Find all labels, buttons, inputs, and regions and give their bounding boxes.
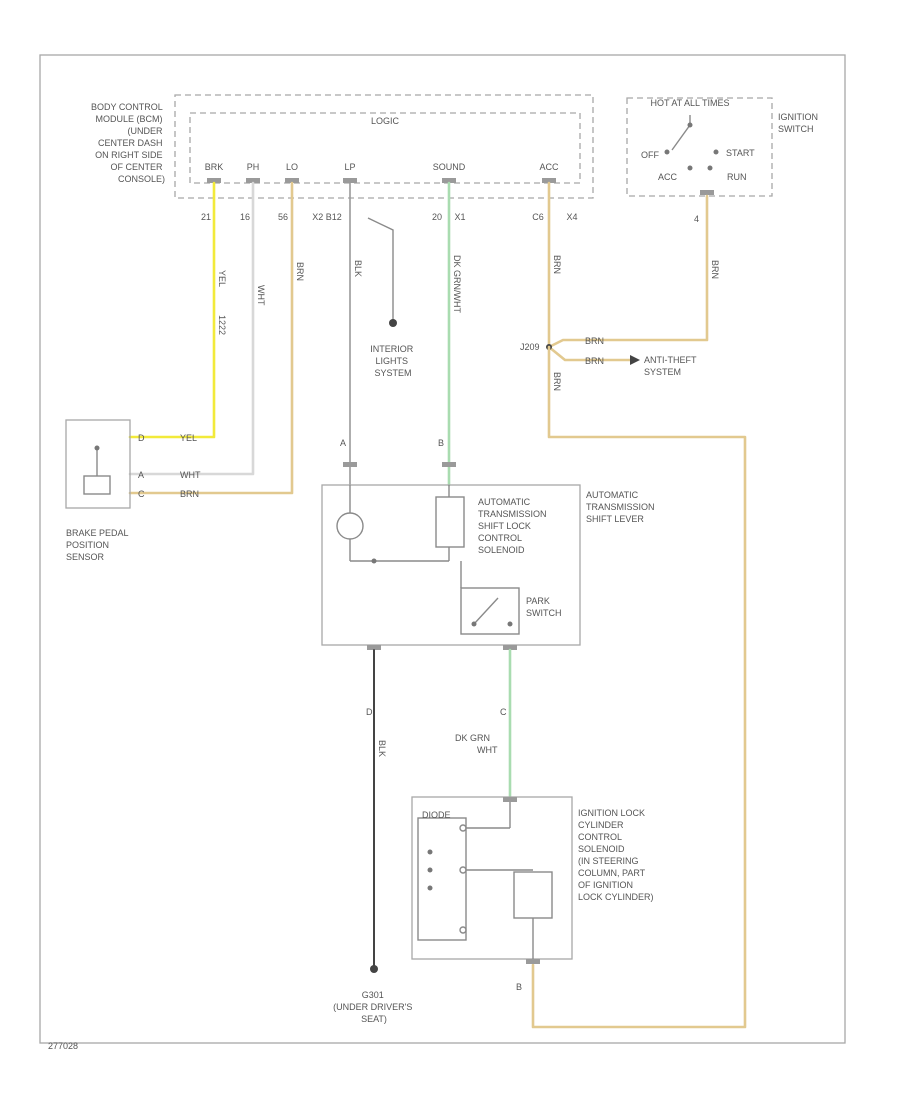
bcm-pin-name-ph: PH: [247, 162, 260, 172]
wire-anti-theft: [547, 345, 632, 362]
wire-label-brn-acc: BRN: [552, 255, 562, 274]
ignition-lock-solenoid: DIODE IGNITION LOCK CYLINDER CONTROL SOL…: [411, 796, 654, 992]
wire-label-brn-long: BRN: [552, 372, 562, 391]
bcm-logic-label: LOGIC: [371, 116, 400, 126]
bcm-pin-num-sound: 20: [432, 212, 442, 222]
bcm-pin-num-brk: 21: [201, 212, 211, 222]
bcm-pin-name-acc: ACC: [539, 162, 559, 172]
wire-label-brn-lo: BRN: [295, 262, 305, 281]
brake-pedal-sensor: D A C BRAKE PEDAL POSITION SENSOR: [65, 419, 145, 562]
figure-id: 277028: [48, 1041, 78, 1051]
ignition-lock-pin-b: B: [516, 982, 522, 992]
ign-pos-start: START: [726, 148, 755, 158]
bcm-pin-name-lo: LO: [286, 162, 298, 172]
bcm-pin-num-ph: 16: [240, 212, 250, 222]
bcm-logic-box: [189, 112, 581, 184]
ign-pos-run: RUN: [727, 172, 747, 182]
wire-label-wht: WHT: [256, 285, 266, 306]
body-control-module: LOGIC BODY CONTROL MODULE (BCM) (UNDER C…: [91, 94, 594, 222]
brake-pin-a: A: [138, 470, 144, 480]
ign-pos-off: OFF: [641, 150, 659, 160]
wire-label-brn-anti: BRN: [585, 356, 604, 366]
ignition-lock-label: IGNITION LOCK CYLINDER CONTROL SOLENOID …: [578, 808, 654, 902]
bcm-pin-num-acc: C6: [532, 212, 544, 222]
bcm-pin-name-brk: BRK: [205, 162, 224, 172]
interior-lights-label: INTERIOR LIGHTS SYSTEM: [370, 344, 416, 378]
shift-pin-b: B: [438, 438, 444, 448]
wire-brk-yellow: [128, 181, 216, 439]
brake-sensor-label: BRAKE PEDAL POSITION SENSOR: [66, 528, 131, 562]
ign-pos-acc: ACC: [658, 172, 678, 182]
splice-label: J209: [520, 342, 540, 352]
wire-lo-orange: [128, 181, 294, 495]
wire-label-brn-splice: BRN: [585, 336, 604, 346]
ignition-switch: HOT AT ALL TIMES IGNITION SWITCH OFF STA…: [626, 97, 821, 224]
wire-label-yel: YEL: [217, 270, 227, 287]
bcm-connectors: [207, 178, 556, 183]
shift-pin-a: A: [340, 438, 346, 448]
shift-solenoid-label: AUTOMATIC TRANSMISSION SHIFT LOCK CONTRO…: [478, 497, 549, 555]
ignition-lock-box: [411, 796, 573, 960]
brake-sensor-box: [65, 419, 131, 509]
wire-label-yel-2: YEL: [180, 433, 197, 443]
wire-ign-orange: [547, 194, 709, 349]
wire-label-brn-ign: BRN: [710, 260, 720, 279]
bcm-label: BODY CONTROL MODULE (BCM) (UNDER CENTER …: [91, 102, 165, 184]
shift-lever-box: [321, 484, 581, 646]
ignition-lock-diode-label: DIODE: [422, 810, 451, 820]
wire-ph-white: [128, 181, 255, 476]
wire-orange-long: [531, 345, 747, 1029]
wire-label-blk-lp: BLK: [353, 260, 363, 277]
brake-pin-c: C: [138, 489, 145, 499]
ignition-switch-header: HOT AT ALL TIMES: [650, 98, 729, 108]
bcm-pin-name-lp: LP: [344, 162, 355, 172]
bcm-pin-sub-x1: X1: [454, 212, 465, 222]
wire-code-brk: 1222: [217, 315, 227, 335]
bcm-pin-num-lo: 56: [278, 212, 288, 222]
shift-pin-d: D: [366, 707, 373, 717]
anti-theft-label: ANTI-THEFT SYSTEM: [644, 355, 699, 377]
shift-lever-label: AUTOMATIC TRANSMISSION SHIFT LEVER: [586, 490, 657, 524]
bcm-box: [174, 94, 594, 199]
bcm-pin-sub-x4: X4: [566, 212, 577, 222]
ignition-switch-label: IGNITION SWITCH: [778, 112, 821, 134]
bcm-pin-num-lp: X2 B12: [312, 212, 342, 222]
outer-frame: [39, 54, 846, 1044]
shift-lever: A B AUTOMATIC TRANSMISSION SHIFT LEVER A…: [321, 438, 657, 717]
wire-label-wht-2: WHT: [180, 470, 201, 480]
ground-label: G301 (UNDER DRIVER'S SEAT): [333, 990, 415, 1024]
wire-label-brn-sensor: BRN: [180, 489, 199, 499]
wire-label-wht-3: WHT: [477, 745, 498, 755]
park-switch-label: PARK SWITCH: [526, 596, 562, 618]
ign-pin-num: 4: [694, 214, 699, 224]
wire-interior-lights: [367, 217, 394, 320]
wire-label-dk-grn: DK GRN/WHT: [452, 255, 462, 313]
brake-pin-d: D: [138, 433, 145, 443]
wire-label-dk-grn-2: DK GRN: [455, 733, 490, 743]
ignition-switch-box: [626, 97, 773, 197]
wire-label-blk-ground: BLK: [377, 740, 387, 757]
bcm-pin-name-sound: SOUND: [433, 162, 466, 172]
shift-pin-c: C: [500, 707, 507, 717]
